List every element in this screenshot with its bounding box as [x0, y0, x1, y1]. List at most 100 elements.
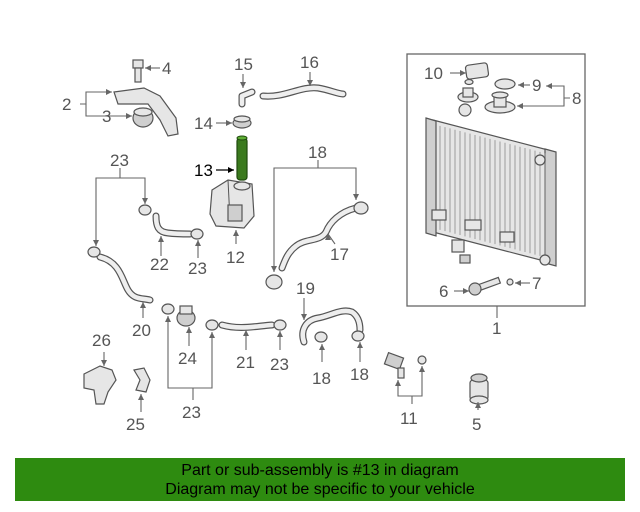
callout-13: 13	[194, 161, 213, 180]
radiator	[425, 103, 557, 267]
leader-arrowhead	[475, 402, 481, 408]
radiator-group-box	[406, 53, 586, 307]
leader-arrowhead	[517, 103, 523, 109]
callout-23-bottom: 23	[182, 403, 201, 422]
leader-arrowhead	[140, 302, 146, 308]
leader-arrowhead	[138, 394, 144, 400]
leader-arrowhead	[357, 342, 363, 348]
leader-arrowhead	[319, 344, 325, 350]
leader-arrowhead	[419, 366, 425, 372]
leader-arrowhead	[240, 82, 246, 88]
leader-arrowhead	[546, 83, 552, 89]
leader-arrowhead	[93, 240, 99, 246]
drain-plug-6	[468, 276, 502, 296]
callout-25: 25	[126, 415, 145, 434]
leader-arrowhead	[277, 331, 283, 337]
callout-1: 1	[492, 319, 501, 338]
callout-18-left: 18	[312, 369, 331, 388]
leader-arrowhead	[271, 266, 277, 272]
leader-arrowhead	[126, 113, 132, 119]
callout-9: 9	[532, 76, 541, 95]
leader-arrowhead	[195, 240, 201, 246]
callout-8: 8	[572, 89, 581, 108]
overflow-hose-16	[259, 84, 347, 100]
callout-18-right: 18	[350, 365, 369, 384]
callout-22: 22	[150, 255, 169, 274]
callout-21: 21	[236, 353, 255, 372]
callout-labels: 1 2 3 4 5 6 7 8 9 10 11 12 13 14 15 16 1…	[62, 53, 581, 434]
hose-19	[299, 307, 365, 346]
callout-23-right: 23	[270, 355, 289, 374]
leader-arrowhead	[353, 194, 359, 200]
info-line-1: Part or sub-assembly is #13 in diagram	[181, 462, 459, 479]
callout-19: 19	[296, 279, 315, 298]
hose-20	[87, 246, 154, 304]
callout-23-mid: 23	[188, 259, 207, 278]
nut-3	[132, 107, 154, 128]
coolant-reservoir-12	[209, 179, 255, 229]
leader-arrowhead	[463, 288, 469, 294]
leader-arrowhead	[165, 316, 171, 322]
hose-22	[138, 204, 204, 240]
reservoir-pipe-13	[236, 135, 248, 181]
sensor-5	[469, 373, 489, 405]
callout-7: 7	[532, 274, 541, 293]
callout-24: 24	[178, 349, 197, 368]
callout-5: 5	[472, 415, 481, 434]
leader-arrowhead	[395, 380, 401, 386]
callout-18-top: 18	[308, 143, 327, 162]
leader-arrowhead	[158, 236, 164, 242]
drain-fitting	[451, 239, 471, 264]
leader-arrowhead	[186, 327, 192, 333]
callout-12: 12	[226, 248, 245, 267]
info-banner: Part or sub-assembly is #13 in diagram D…	[15, 458, 625, 501]
callout-15: 15	[234, 55, 253, 74]
lower-hose-17	[265, 201, 369, 290]
callout-2: 2	[62, 95, 71, 114]
callout-17: 17	[330, 245, 349, 264]
gasket-9	[494, 78, 516, 90]
elbow-15	[238, 88, 256, 108]
callout-16: 16	[300, 53, 319, 72]
callout-23-top: 23	[110, 151, 129, 170]
leader-arrowhead	[228, 167, 234, 173]
leader-arrowhead	[145, 65, 151, 71]
callout-3: 3	[102, 107, 111, 126]
callout-26: 26	[92, 331, 111, 350]
info-line-2: Diagram may not be specific to your vehi…	[165, 481, 475, 498]
bracket-2	[113, 87, 179, 137]
reservoir-cap-14	[232, 115, 252, 129]
leader-arrowhead	[460, 70, 466, 76]
leader-arrowhead	[243, 330, 249, 336]
callout-4: 4	[162, 59, 171, 78]
callout-11: 11	[400, 409, 418, 428]
cap-plate-10	[464, 62, 490, 86]
leader-arrowhead	[106, 89, 112, 95]
leader-arrowhead	[301, 314, 307, 320]
leader-arrowhead	[233, 230, 239, 236]
radiator-group	[406, 53, 586, 307]
hose-21	[218, 319, 287, 331]
leader-lines	[80, 65, 570, 412]
leader-arrowhead	[226, 120, 232, 126]
leader-arrowhead	[142, 198, 148, 204]
sensor-11	[383, 351, 427, 379]
bolt-4	[132, 59, 144, 83]
radiator-cap-8	[484, 91, 516, 114]
callout-20: 20	[132, 321, 151, 340]
callout-6: 6	[439, 282, 448, 301]
leader-arrowhead	[307, 80, 313, 86]
valve-24	[161, 303, 219, 331]
callout-14: 14	[194, 114, 213, 133]
callout-10: 10	[424, 64, 443, 83]
radiator-cap-8b	[457, 87, 479, 103]
leader-arrowhead	[209, 332, 215, 338]
leader-arrowhead	[325, 234, 331, 240]
leader-arrowhead	[518, 82, 524, 88]
leader-arrowhead	[515, 280, 521, 286]
housing-26	[83, 365, 117, 405]
o-ring-7	[506, 278, 514, 286]
clip-25	[133, 367, 151, 393]
leader-arrowhead	[101, 360, 107, 366]
